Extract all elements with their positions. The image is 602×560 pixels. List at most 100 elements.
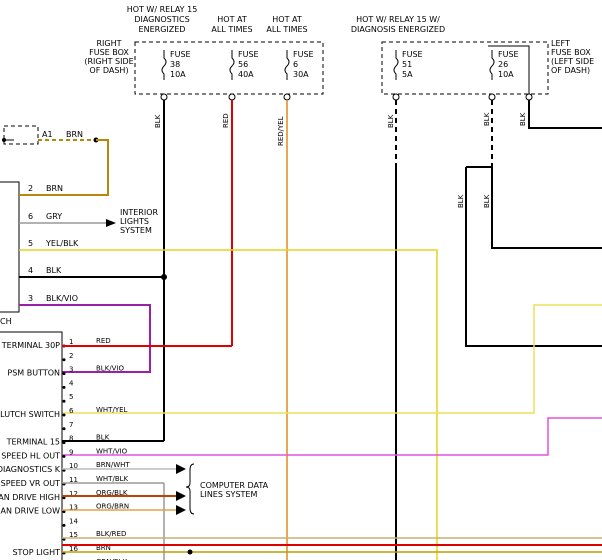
pin-number: 9 bbox=[69, 448, 73, 456]
wire-label: BLK bbox=[483, 112, 491, 126]
fuse-label: 6 bbox=[293, 60, 298, 69]
fuse-label: 40A bbox=[238, 70, 254, 79]
caption-right-fuse-box: RIGHT FUSE BOX (RIGHT SIDE OF DASH) bbox=[84, 39, 133, 75]
connector-a1-wire-label: BRN bbox=[66, 130, 83, 139]
terminal-dot bbox=[392, 93, 400, 101]
pin-wire-label: BRN bbox=[46, 184, 63, 193]
pin-wire-label: BLK/RED bbox=[96, 530, 126, 538]
interior-lights-label: LIGHTS bbox=[120, 217, 149, 226]
caption-line: HOT W/ RELAY 15 W/ bbox=[356, 15, 440, 24]
caption-left-fuse-box: LEFT FUSE BOX (LEFT SIDE OF DASH) bbox=[551, 39, 594, 75]
fuse-symbols bbox=[161, 50, 495, 80]
wire-blk-branch bbox=[465, 166, 602, 347]
caption-hot-relay15: HOT W/ RELAY 15 DIAGNOSTICS ENERGIZED bbox=[127, 5, 198, 34]
pin-wire-label: BLK/VIO bbox=[96, 365, 125, 373]
fuse-51-icon bbox=[393, 50, 399, 80]
pin-number: 2 bbox=[69, 352, 73, 360]
pin-function-label: SPEED HL OUT bbox=[1, 451, 60, 460]
splice-dot bbox=[187, 549, 193, 555]
fuse-label: FUSE bbox=[238, 50, 259, 59]
pin-wire-label: GRY bbox=[46, 212, 62, 221]
pin-wire-label: YEL/BLK bbox=[45, 239, 79, 248]
connector-a1 bbox=[3, 125, 39, 145]
interior-lights-label: INTERIOR bbox=[120, 208, 159, 217]
arrow-right-icon bbox=[176, 464, 186, 474]
fuse-label: 51 bbox=[402, 60, 412, 69]
arrow-right-icon bbox=[106, 219, 116, 227]
wire-blk-vio bbox=[19, 304, 151, 373]
terminal-dot bbox=[283, 93, 291, 101]
pin-number: 4 bbox=[28, 266, 33, 275]
fuse-label: 10A bbox=[498, 70, 514, 79]
pin-function-label: AN DRIVE HIGH bbox=[0, 493, 60, 502]
fuse-label: 26 bbox=[498, 60, 508, 69]
pin-wire-label: RED bbox=[96, 337, 111, 345]
pin-terminal bbox=[62, 427, 66, 431]
fuse-label: FUSE bbox=[293, 50, 314, 59]
terminal-dot bbox=[228, 93, 236, 101]
caption-line: OF DASH) bbox=[551, 66, 590, 75]
wire-label: BLK bbox=[154, 114, 162, 128]
computer-data-bracket bbox=[185, 463, 195, 515]
wire-yel-blk bbox=[19, 249, 438, 560]
pin-function-label: PSM BUTTON bbox=[7, 369, 60, 378]
connector-a1-pin: A1 bbox=[42, 130, 53, 139]
pin-wire-label: BRN/WHT bbox=[96, 461, 130, 469]
wire-label: BLK bbox=[457, 194, 465, 208]
pin-function-label: TERMINAL 15 bbox=[6, 438, 60, 447]
fuse-label: 10A bbox=[170, 70, 186, 79]
caption-line: RIGHT bbox=[96, 39, 121, 48]
upper-connector-body bbox=[0, 181, 20, 313]
pin-wire-label: WHT/VIO bbox=[96, 447, 128, 455]
fuse-label: FUSE bbox=[402, 50, 423, 59]
caption-line: DIAGNOSIS ENERGIZED bbox=[351, 25, 445, 34]
pin-number: 4 bbox=[69, 379, 74, 387]
upper-connector-pins: 2 BRN 6 GRY 5 YEL/BLK 4 BLK 3 BLK/VIO bbox=[19, 184, 79, 303]
pin-wire-label: BLK/VIO bbox=[46, 294, 78, 303]
pin-terminal bbox=[62, 523, 66, 527]
wire-blk-left-box bbox=[528, 100, 602, 129]
pin-terminal bbox=[62, 413, 66, 417]
wire-label: RED/YEL bbox=[277, 116, 285, 146]
pin-terminal bbox=[62, 372, 66, 376]
pin-terminal bbox=[62, 496, 66, 500]
fuse-6-icon bbox=[284, 50, 290, 80]
pin-number: 3 bbox=[28, 294, 33, 303]
pin-number: 17 bbox=[69, 559, 78, 560]
lower-connector-body bbox=[0, 331, 63, 560]
pin-wire-label: BRN bbox=[96, 544, 111, 552]
pin-terminal bbox=[62, 454, 66, 458]
upper-connector-tail: CH bbox=[0, 317, 12, 326]
caption-line: OF DASH) bbox=[89, 66, 128, 75]
fuse-label: 30A bbox=[293, 70, 309, 79]
pin-number: 16 bbox=[69, 545, 78, 553]
pin-number: 2 bbox=[28, 184, 33, 193]
terminal-dot bbox=[525, 93, 533, 101]
pin-number: 6 bbox=[69, 407, 74, 415]
fuse-terminals bbox=[160, 93, 533, 101]
pin-number: 6 bbox=[28, 212, 33, 221]
computer-data-label: COMPUTER DATA bbox=[200, 481, 269, 490]
pin-function-label: AN DRIVE LOW bbox=[0, 507, 60, 516]
pin-number: 5 bbox=[28, 239, 33, 248]
pin-number: 7 bbox=[69, 421, 73, 429]
wire-brn-a1 bbox=[32, 139, 109, 196]
terminal-dot bbox=[160, 93, 168, 101]
pin-function-label: STOP LIGHT bbox=[12, 548, 60, 557]
pin-terminal bbox=[62, 510, 66, 514]
pin-number: 1 bbox=[69, 338, 73, 346]
caption-hot-relay15-diag: HOT W/ RELAY 15 W/ DIAGNOSIS ENERGIZED bbox=[351, 15, 445, 34]
pin-number: 3 bbox=[69, 366, 73, 374]
pin-number: 5 bbox=[69, 393, 73, 401]
right-fuse-box bbox=[134, 41, 324, 95]
wire-wht-yel bbox=[62, 304, 602, 414]
fuse-labels: FUSE 38 10A FUSE 56 40A FUSE 6 30A FUSE … bbox=[170, 50, 519, 79]
pin-wire-label: BLK bbox=[96, 434, 110, 442]
pin-function-label: TERMINAL 30P bbox=[1, 341, 60, 350]
wire-blk-fuse26 bbox=[491, 167, 602, 249]
caption-line: ALL TIMES bbox=[211, 25, 252, 34]
pin-wire-label: ORG/BRN bbox=[96, 503, 129, 511]
wire-label: BLK bbox=[387, 114, 395, 128]
wire-wht-vio bbox=[62, 417, 602, 456]
